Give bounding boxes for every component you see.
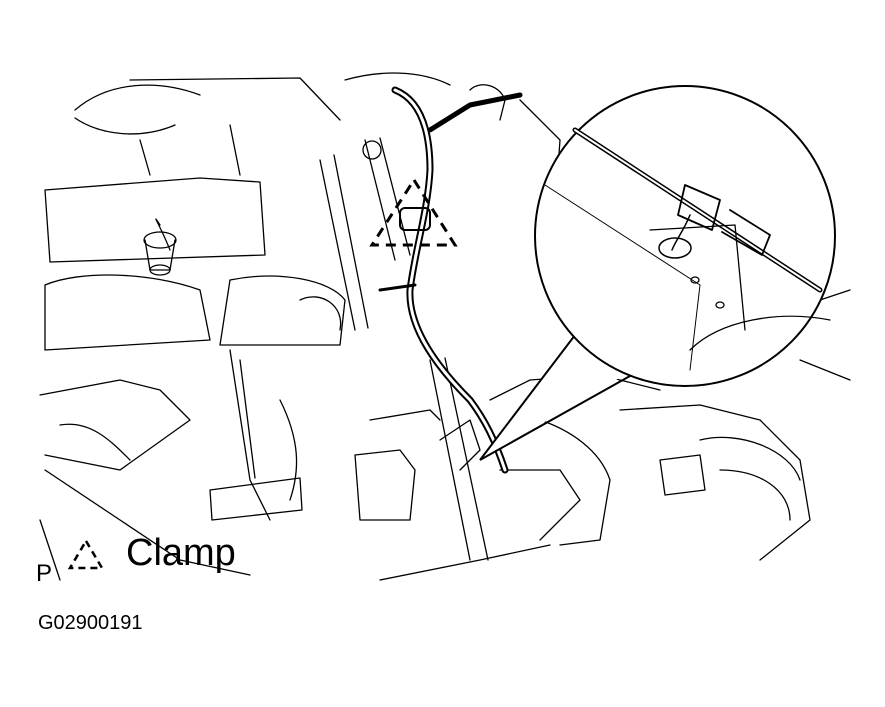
stud-bolt-component bbox=[143, 231, 177, 276]
clamp-location-symbol bbox=[369, 177, 458, 247]
pedal-component bbox=[209, 359, 303, 521]
detail-view bbox=[544, 127, 831, 371]
detail-callout bbox=[479, 85, 836, 461]
figure-id: G02900191 bbox=[38, 612, 143, 634]
engine-bay-illustration bbox=[39, 72, 851, 581]
legend-prefix: P bbox=[36, 560, 53, 587]
clamp-part bbox=[399, 207, 431, 231]
rod-component bbox=[319, 137, 411, 331]
legend-clamp-label: Clamp bbox=[126, 532, 236, 574]
dashed-triangle-clamp-icon bbox=[67, 538, 105, 570]
lower-rod bbox=[429, 357, 489, 561]
background-components bbox=[39, 72, 851, 581]
wire-harness bbox=[378, 86, 523, 474]
